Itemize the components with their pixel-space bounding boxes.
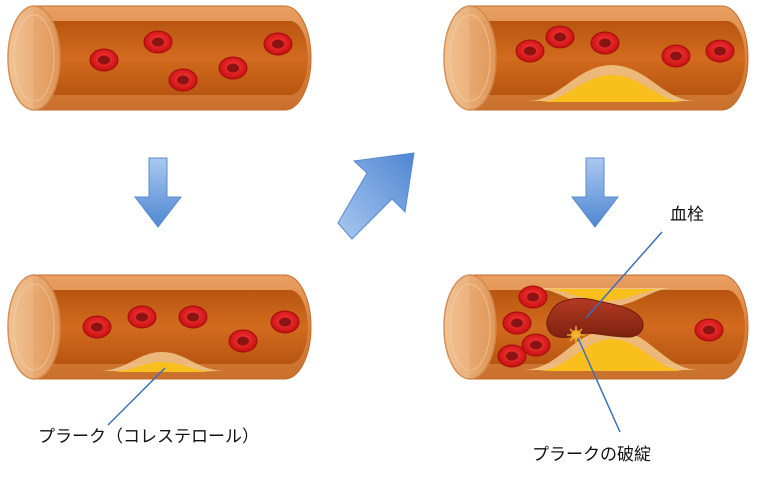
red-blood-cell <box>178 305 208 329</box>
plaque <box>108 362 216 372</box>
red-blood-cell <box>502 311 532 335</box>
vessel-grown-plaque <box>443 5 749 111</box>
red-blood-cell <box>694 318 724 342</box>
red-blood-cell <box>82 315 112 339</box>
red-blood-cell <box>661 44 691 68</box>
plaque <box>538 339 684 371</box>
plaque-cap <box>100 352 224 371</box>
rupture-leader-line <box>577 337 621 433</box>
plaque <box>546 289 660 301</box>
red-blood-cell <box>497 344 527 368</box>
red-blood-cell <box>270 310 300 334</box>
thrombus-leader-line <box>585 231 663 319</box>
vessel-rupture-thrombus <box>443 274 749 380</box>
red-blood-cell <box>218 56 248 80</box>
rupture-spark-icon <box>567 326 585 344</box>
red-blood-cell <box>518 285 548 309</box>
red-blood-cell <box>705 39 735 63</box>
red-blood-cell <box>228 329 258 353</box>
arrow-up-right <box>337 152 415 240</box>
vessel-normal <box>7 5 312 111</box>
plaque-leader-line <box>107 367 166 426</box>
thrombus-label: 血栓 <box>670 205 704 225</box>
plaque <box>540 75 684 102</box>
plaque-rupture-label: プラークの破綻 <box>532 445 651 465</box>
red-blood-cell <box>168 68 198 92</box>
red-blood-cell <box>521 333 551 357</box>
thrombus <box>546 298 644 338</box>
red-blood-cell <box>89 48 119 72</box>
red-blood-cell <box>263 32 293 56</box>
arrow-down-right <box>570 157 620 228</box>
arrow-down-left <box>133 157 183 228</box>
red-blood-cell <box>143 30 173 54</box>
red-blood-cell <box>590 31 620 55</box>
plaque-label: プラーク（コレステロール） <box>38 427 259 447</box>
red-blood-cell <box>515 39 545 63</box>
vessel-early-plaque <box>7 274 312 380</box>
red-blood-cell <box>545 25 575 49</box>
red-blood-cell <box>127 305 157 329</box>
